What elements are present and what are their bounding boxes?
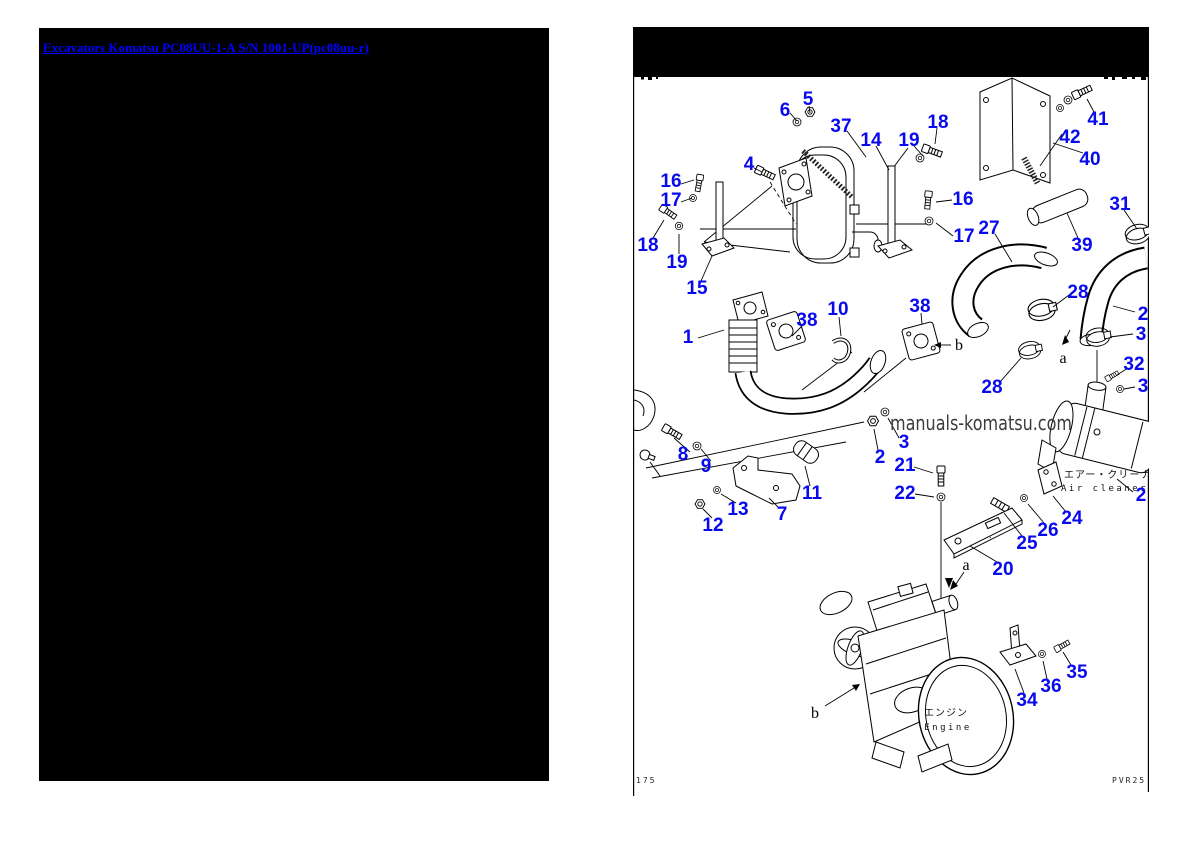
watermark-text: manuals-komatsu.com bbox=[890, 411, 1072, 435]
callout-31: 31 bbox=[1109, 194, 1131, 215]
callout-27: 27 bbox=[978, 218, 999, 239]
parts-sheet: manuals-komatsu.com エアー・クリーナ Air cleaner… bbox=[633, 27, 1149, 797]
plate-20 bbox=[943, 507, 1023, 559]
marker-b: b bbox=[955, 337, 963, 354]
callout-16: 16 bbox=[660, 171, 681, 192]
cover-plate-40 bbox=[979, 77, 1094, 186]
callout-18: 18 bbox=[637, 235, 658, 256]
callout-9: 9 bbox=[701, 456, 712, 477]
leader-lines bbox=[652, 98, 1138, 694]
clamp-31 bbox=[1122, 220, 1149, 247]
bolt-21-group bbox=[936, 465, 953, 588]
callout-28: 28 bbox=[981, 377, 1002, 398]
callout-22: 22 bbox=[894, 483, 915, 504]
parts-diagram-svg: manuals-komatsu.com エアー・クリーナ Air cleaner… bbox=[633, 27, 1149, 796]
callout-2: 2 bbox=[875, 447, 886, 468]
callout-3: 3 bbox=[1138, 376, 1149, 397]
marker-a: a bbox=[1059, 350, 1066, 367]
sheet-top-bar bbox=[633, 27, 1149, 80]
callout-19: 19 bbox=[666, 252, 687, 273]
callout-42: 42 bbox=[1059, 127, 1080, 148]
callout-2: 2 bbox=[1138, 304, 1149, 325]
callout-26: 26 bbox=[1037, 520, 1058, 541]
muffler-37 bbox=[792, 146, 883, 264]
model-link[interactable]: Excavators Komatsu PC08UU-1-A S/N 1001-U… bbox=[43, 40, 369, 55]
engine-caption-jp: エンジン bbox=[924, 708, 968, 719]
callout-1: 1 bbox=[683, 327, 694, 348]
callout-38: 38 bbox=[909, 296, 930, 317]
clamp-28-top bbox=[1025, 295, 1060, 324]
engine-caption-en: Engine bbox=[924, 723, 972, 733]
support-15 bbox=[701, 181, 735, 257]
clamp-28-bottom bbox=[1016, 338, 1045, 362]
pipe-39 bbox=[1026, 188, 1089, 226]
footer-left-code: 175 bbox=[636, 776, 656, 785]
callout-13: 13 bbox=[727, 499, 748, 520]
callout-3: 3 bbox=[1136, 324, 1147, 345]
callout-5: 5 bbox=[803, 89, 814, 110]
callout-18: 18 bbox=[927, 112, 948, 133]
callout-10: 10 bbox=[827, 299, 848, 320]
captions: エアー・クリーナ Air cleaner エンジン Engine bbox=[924, 469, 1149, 733]
callout-37: 37 bbox=[830, 116, 851, 137]
callout-20: 20 bbox=[992, 559, 1013, 580]
flange-38-right bbox=[901, 321, 941, 361]
engine-drawing bbox=[819, 582, 1015, 776]
callout-41: 41 bbox=[1087, 109, 1109, 130]
support-14 bbox=[877, 165, 913, 259]
callout-21: 21 bbox=[894, 455, 916, 476]
callout-19: 19 bbox=[898, 130, 919, 151]
callout-36: 36 bbox=[1040, 676, 1061, 697]
callout-28: 28 bbox=[1067, 282, 1088, 303]
callout-25: 25 bbox=[1016, 533, 1038, 554]
bracket-7 bbox=[732, 455, 801, 505]
callout-14: 14 bbox=[860, 130, 882, 151]
callout-38: 38 bbox=[796, 310, 817, 331]
callout-17: 17 bbox=[660, 190, 681, 211]
washer-3b bbox=[1116, 385, 1124, 393]
bolt-32 bbox=[1104, 369, 1120, 383]
callout-16: 16 bbox=[952, 189, 973, 210]
callout-34: 34 bbox=[1016, 690, 1038, 711]
construction-lines bbox=[645, 147, 1098, 658]
callout-35: 35 bbox=[1066, 662, 1088, 683]
marker-a: a bbox=[962, 557, 969, 574]
sheet-borders bbox=[633, 27, 1149, 796]
callout-15: 15 bbox=[686, 278, 708, 299]
callout-39: 39 bbox=[1071, 235, 1092, 256]
callout-12: 12 bbox=[702, 515, 723, 536]
callout-3: 3 bbox=[899, 432, 910, 453]
flange-38-left bbox=[766, 311, 806, 351]
callout-24: 24 bbox=[1061, 508, 1083, 529]
muffler-inlet-flange bbox=[778, 157, 813, 207]
view-arrows bbox=[824, 329, 1071, 707]
marker-b: b bbox=[811, 705, 819, 722]
hose-27 bbox=[951, 243, 1058, 339]
footer-right-code: PVR25 bbox=[1112, 776, 1146, 785]
exhaust-pipe-1 bbox=[728, 291, 887, 415]
callout-4: 4 bbox=[744, 154, 755, 175]
air-cleaner-caption-en: Air cleaner bbox=[1061, 484, 1148, 494]
marker-layer: a b a b bbox=[811, 337, 1067, 722]
callout-7: 7 bbox=[777, 504, 788, 525]
left-edge-partials bbox=[633, 389, 661, 477]
callout-8: 8 bbox=[678, 444, 689, 465]
callout-40: 40 bbox=[1079, 149, 1100, 170]
air-cleaner-caption-jp: エアー・クリーナ bbox=[1064, 469, 1149, 481]
clamp-11 bbox=[793, 440, 819, 464]
left-black-panel: Excavators Komatsu PC08UU-1-A S/N 1001-U… bbox=[39, 28, 549, 781]
callout-6: 6 bbox=[780, 100, 791, 121]
hose-10 bbox=[831, 337, 852, 364]
callout-32: 32 bbox=[1123, 354, 1144, 375]
callout-17: 17 bbox=[953, 226, 974, 247]
callout-11: 11 bbox=[802, 483, 823, 504]
callout-2: 2 bbox=[1136, 485, 1147, 506]
bracket-34-group bbox=[999, 624, 1071, 666]
